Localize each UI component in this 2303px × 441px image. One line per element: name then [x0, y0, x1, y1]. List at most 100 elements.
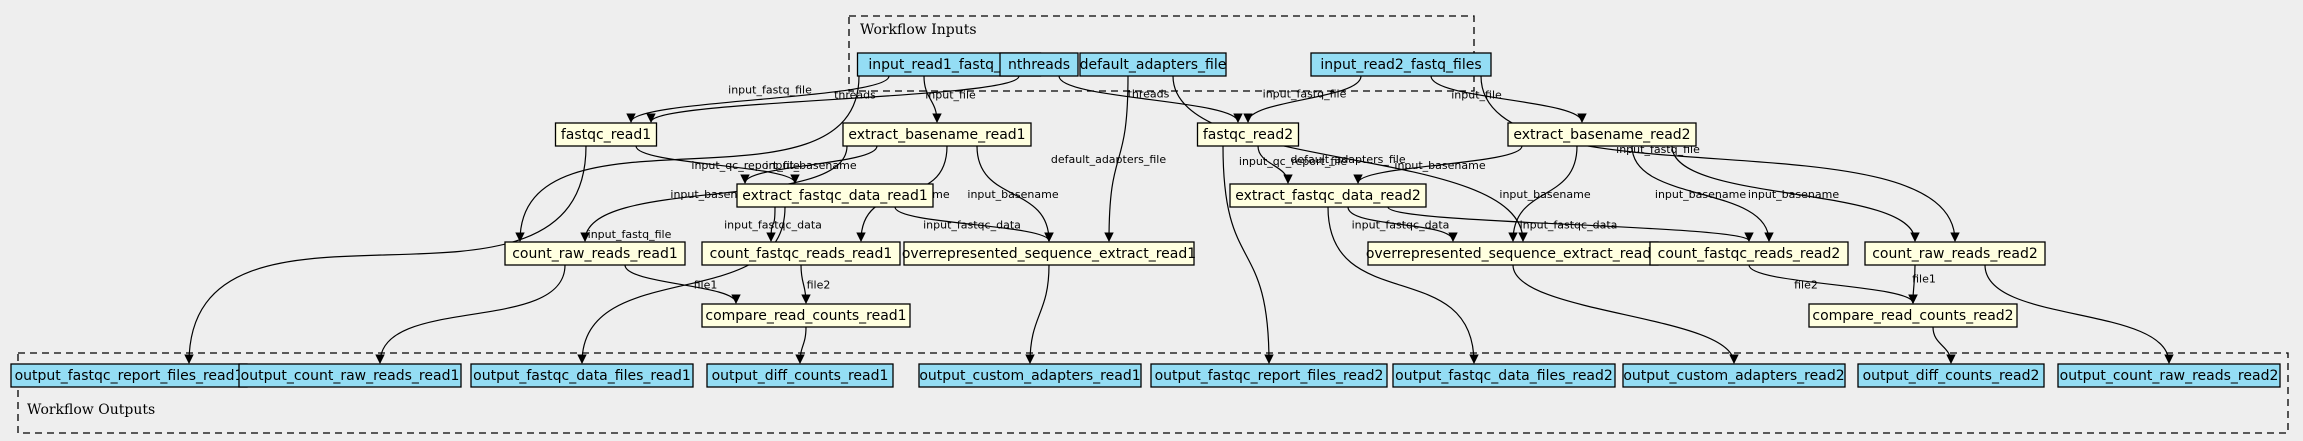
node-output_diff_counts_read1[interactable]: output_diff_counts_read1: [706, 363, 894, 388]
edge-input_read1_fastq_files-to-fastqc_read1: [626, 75, 890, 123]
edge-label: file2: [807, 279, 831, 292]
node-label: input_read1_fastq_files: [868, 57, 1029, 73]
edge-label: input_fastqc_data: [724, 219, 822, 232]
edge-path: [1512, 264, 1739, 364]
edges-layer: [184, 75, 2174, 364]
edge-label: input_fastqc_data: [923, 219, 1021, 232]
node-label: fastqc_read1: [561, 127, 651, 143]
node-output_fastqc_report_files_read1[interactable]: output_fastqc_report_files_read1: [10, 363, 248, 388]
node-label: count_raw_reads_read1: [512, 246, 678, 262]
edge-label: default_adapters_file: [1051, 153, 1166, 166]
edge-path: [1025, 264, 1050, 364]
edge-path: [1671, 145, 1920, 242]
edge-path: [1430, 75, 1587, 123]
output-box: [1150, 363, 1388, 388]
inputs-cluster-title: Workflow Inputs: [860, 22, 977, 38]
step-box: [504, 241, 686, 266]
node-output_custom_adapters_read1[interactable]: output_custom_adapters_read1: [918, 363, 1142, 388]
edge-path: [976, 145, 1054, 242]
edge-extract_basename_read1-to-overrepresented_sequence_extract_read1: [976, 145, 1054, 242]
outputs-cluster-title: Workflow Outputs: [27, 402, 155, 418]
node-label: count_fastqc_reads_read2: [1658, 246, 1841, 262]
node-fastqc_read2[interactable]: fastqc_read2: [1196, 122, 1300, 147]
node-default_adapters_file[interactable]: default_adapters_file: [1079, 52, 1227, 77]
node-label: output_fastqc_report_files_read1: [15, 368, 244, 384]
node-compare_read_counts_read2[interactable]: compare_read_counts_read2: [1808, 303, 2018, 328]
edge-count_raw_reads_read1-to-output_count_raw_reads_read1: [375, 264, 566, 364]
edge-input_read2_fastq_files-to-fastqc_read2: [1243, 75, 1362, 123]
node-output_fastqc_report_files_read2[interactable]: output_fastqc_report_files_read2: [1150, 363, 1388, 388]
edge-count_raw_reads_read2-to-compare_read_counts_read2: [1908, 264, 1918, 304]
edge-path: [1243, 75, 1362, 123]
step-box: [1864, 241, 2046, 266]
node-label: output_diff_counts_read1: [712, 368, 889, 384]
node-output_count_raw_reads_read2[interactable]: output_count_raw_reads_read2: [2057, 363, 2281, 388]
edge-path: [1984, 264, 2174, 364]
node-label: nthreads: [1008, 57, 1070, 73]
edge-path: [580, 145, 848, 242]
step-box: [554, 122, 658, 147]
edge-count_fastqc_reads_read2-to-compare_read_counts_read2: [1748, 264, 1918, 304]
node-input_read2_fastq_files[interactable]: input_read2_fastq_files: [1310, 52, 1492, 77]
output-box: [706, 363, 894, 388]
node-overrepresented_sequence_extract_read1[interactable]: overrepresented_sequence_extract_read1: [902, 241, 1196, 266]
edge-input_read2_fastq_files-to-count_raw_reads_read2: [1480, 75, 1960, 242]
edge-label: default_adapters_file: [1290, 153, 1405, 166]
edge-path: [1222, 145, 1274, 364]
edge-label: input_fastqc_data: [1520, 219, 1618, 232]
output-box: [2057, 363, 2281, 388]
node-label: extract_fastqc_data_read1: [742, 188, 928, 204]
edge-label: input_file: [1451, 89, 1502, 102]
node-nthreads[interactable]: nthreads: [999, 52, 1079, 77]
edge-path: [894, 206, 1054, 242]
node-count_raw_reads_read1[interactable]: count_raw_reads_read1: [504, 241, 686, 266]
edge-fastqc_read1-to-output_fastqc_report_files_read1: [184, 145, 587, 364]
edge-label: input_qc_report_file: [1239, 155, 1347, 168]
edge-label: threads: [834, 89, 876, 102]
edge-extract_fastqc_data_read2-to-overrepresented_sequence_extract_read2: [1347, 206, 1458, 242]
edge-path: [1058, 75, 1243, 123]
edge-fastqc_read2-to-output_fastqc_report_files_read2: [1222, 145, 1274, 364]
edge-path: [1353, 145, 1523, 184]
edge-path: [766, 206, 776, 242]
node-label: compare_read_counts_read2: [1812, 308, 2013, 324]
edge-input_read1_fastq_files-to-extract_basename_read1: [923, 75, 942, 123]
node-extract_basename_read1[interactable]: extract_basename_read1: [842, 122, 1032, 147]
edge-label: input_file: [925, 89, 976, 102]
output-box: [918, 363, 1142, 388]
edge-extract_basename_read2-to-overrepresented_sequence_extract_read2: [1508, 145, 1578, 242]
edge-input_read2_fastq_files-to-extract_basename_read2: [1430, 75, 1587, 123]
output-box: [470, 363, 694, 388]
edge-path: [626, 75, 890, 123]
node-extract_fastqc_data_read2[interactable]: extract_fastqc_data_read2: [1229, 183, 1427, 208]
edge-compare_read_counts_read2-to-output_diff_counts_read2: [1932, 326, 1956, 364]
edge-label: input_basename: [1499, 188, 1590, 201]
node-count_raw_reads_read2[interactable]: count_raw_reads_read2: [1864, 241, 2046, 266]
node-output_diff_counts_read2[interactable]: output_diff_counts_read2: [1857, 363, 2045, 388]
node-extract_basename_read2[interactable]: extract_basename_read2: [1507, 122, 1697, 147]
node-output_fastqc_data_files_read1[interactable]: output_fastqc_data_files_read1: [470, 363, 694, 388]
edge-extract_fastqc_data_read1-to-overrepresented_sequence_extract_read1: [894, 206, 1054, 242]
edge-path: [1631, 145, 1774, 242]
node-output_fastqc_data_files_read2[interactable]: output_fastqc_data_files_read2: [1392, 363, 1616, 388]
input-box: [1079, 52, 1227, 77]
edge-path: [1508, 145, 1578, 242]
node-output_count_raw_reads_read1[interactable]: output_count_raw_reads_read1: [238, 363, 462, 388]
edge-path: [1387, 206, 1754, 242]
node-output_custom_adapters_read2[interactable]: output_custom_adapters_read2: [1622, 363, 1846, 388]
input-box: [1310, 52, 1492, 77]
node-compare_read_counts_read1[interactable]: compare_read_counts_read1: [701, 303, 911, 328]
node-fastqc_read1[interactable]: fastqc_read1: [554, 122, 658, 147]
edge-path: [375, 264, 566, 364]
node-input_read1_fastq_files[interactable]: input_read1_fastq_files: [856, 52, 1042, 77]
step-box: [1196, 122, 1300, 147]
node-count_fastqc_reads_read2[interactable]: count_fastqc_reads_read2: [1649, 241, 1849, 266]
edge-path: [800, 264, 811, 304]
node-label: input_read2_fastq_files: [1320, 57, 1481, 73]
node-count_fastqc_reads_read1[interactable]: count_fastqc_reads_read1: [701, 241, 901, 266]
edge-fastqc_read1-to-extract_fastqc_data_read1: [635, 145, 800, 184]
edge-count_fastqc_reads_read1-to-compare_read_counts_read1: [800, 264, 811, 304]
node-extract_fastqc_data_read1[interactable]: extract_fastqc_data_read1: [736, 183, 934, 208]
node-overrepresented_sequence_extract_read2[interactable]: overrepresented_sequence_extract_read2: [1366, 241, 1660, 266]
edge-input_read1_fastq_files-to-count_raw_reads_read1: [515, 75, 860, 242]
